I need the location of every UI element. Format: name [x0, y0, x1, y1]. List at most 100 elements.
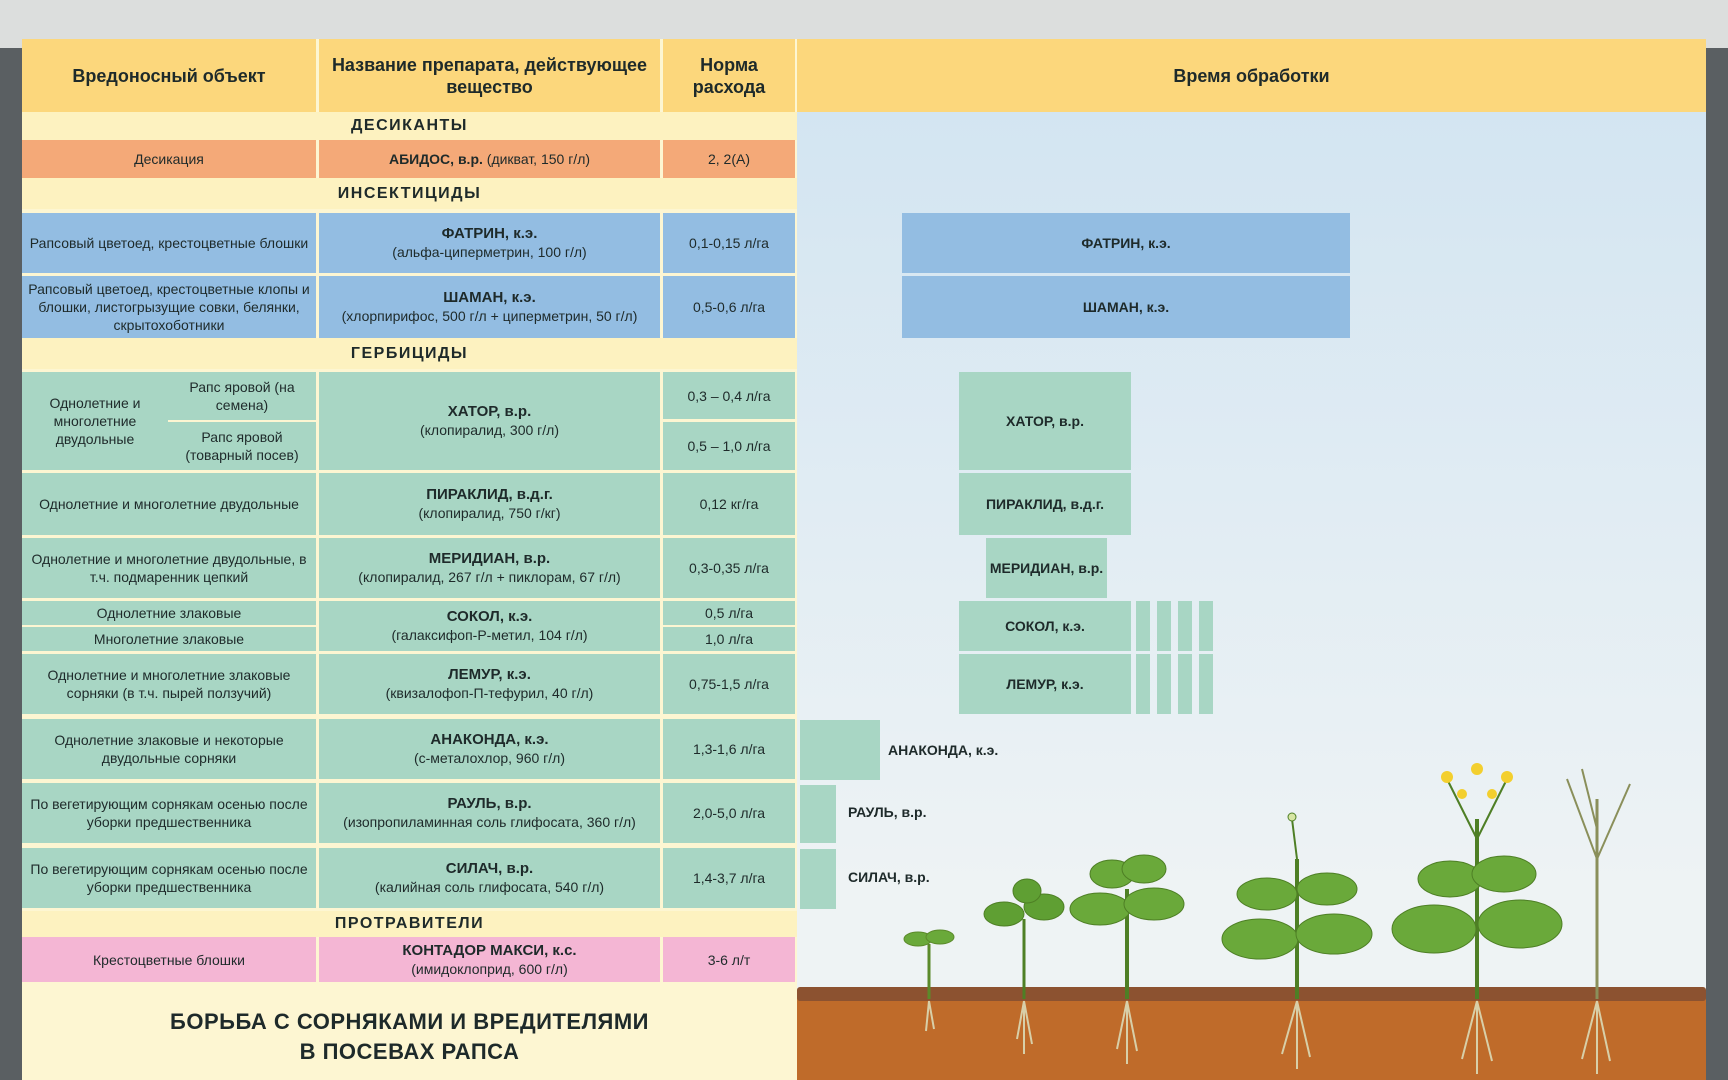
- header-pest: Вредоносный объект: [22, 39, 316, 112]
- timeline-bar-silach: [800, 849, 836, 909]
- rate-piraklid: 0,12 кг/га: [663, 473, 795, 535]
- rate-abidos: 2, 2(А): [663, 140, 795, 178]
- product-fatrin: ФАТРИН, к.э. (альфа-циперметрин, 100 г/л): [319, 213, 660, 273]
- rate-silach: 1,4-3,7 л/га: [663, 848, 795, 908]
- timeline-label-anakonda: АНАКОНДА, к.э.: [888, 742, 999, 758]
- product-name-lemur: ЛЕМУР, к.э.: [448, 666, 531, 683]
- product-shaman: ШАМАН, к.э. (хлорпирифос, 500 г/л + ципер…: [319, 276, 660, 338]
- section-seed-treatment: ПРОТРАВИТЕЛИ: [22, 911, 797, 937]
- timeline-bar-fatrin: ФАТРИН, к.э.: [902, 213, 1350, 273]
- pest-kontador: Крестоцветные блошки: [22, 937, 316, 982]
- timeline-stripe-lemur: [1199, 654, 1213, 714]
- timeline-bar-raul: [800, 785, 836, 843]
- product-name-kontador: КОНТАДОР МАКСИ, к.с.: [402, 941, 577, 959]
- header-product: Название препарата, действующее вещество: [319, 39, 660, 112]
- timeline-bar-anakonda: [800, 720, 880, 780]
- chart-title: БОРЬБА С СОРНЯКАМИ И ВРЕДИТЕЛЯМИ В ПОСЕВ…: [22, 994, 797, 1080]
- rate-lemur: 0,75-1,5 л/га: [663, 654, 795, 714]
- pest-hator-sub2: Рапс яровой (товарный посев): [168, 422, 316, 470]
- pest-sokol-2: Многолетние злаковые: [22, 627, 316, 651]
- plant-stage-5: [1391, 763, 1563, 1074]
- timeline-bar-meridian: МЕРИДИАН, в.р.: [986, 538, 1107, 598]
- pest-hator-sub1: Рапс яровой (на семена): [168, 372, 316, 420]
- pest-silach: По вегетирующим сорнякам осенью после уб…: [22, 848, 316, 908]
- soil-ground: [797, 994, 1706, 1080]
- product-ai-raul: (изопропиламинная соль глифосата, 360 г/…: [343, 814, 636, 830]
- product-name-raul: РАУЛЬ, в.р.: [447, 795, 532, 812]
- rate-meridian: 0,3-0,35 л/га: [663, 538, 795, 598]
- pest-hator: Однолетние и многолетние двудольные: [22, 372, 168, 470]
- chart-title-line2: В ПОСЕВАХ РАПСА: [299, 1039, 520, 1064]
- timeline-bar-hator: ХАТОР, в.р.: [959, 372, 1131, 470]
- plant-stage-2: [983, 878, 1065, 1054]
- timeline-stripe-sokol: [1136, 601, 1150, 651]
- product-name-fatrin: ФАТРИН, к.э.: [441, 225, 538, 242]
- plant-stage-4: [1221, 812, 1373, 1069]
- section-herbicides: ГЕРБИЦИДЫ: [22, 338, 797, 369]
- product-name-piraklid: ПИРАКЛИД, в.д.г.: [426, 486, 553, 503]
- product-name-meridian: МЕРИДИАН, в.р.: [428, 550, 551, 567]
- product-ai-shaman: (хлорпирифос, 500 г/л + циперметрин, 50 …: [341, 308, 638, 324]
- pest-lemur: Однолетние и многолетние злаковые сорняк…: [22, 654, 316, 714]
- product-piraklid: ПИРАКЛИД, в.д.г. (клопиралид, 750 г/кг): [319, 473, 660, 535]
- hator-sub-divider: [168, 420, 316, 422]
- pest-meridian: Однолетние и многолетние двудольные, в т…: [22, 538, 316, 598]
- product-name-abidos: АБИДОС, в.р.: [388, 151, 483, 167]
- product-sokol: СОКОЛ, к.э. (галаксифоп-Р-метил, 104 г/л): [319, 601, 660, 651]
- product-ai-abidos: (дикват, 150 г/л): [486, 151, 591, 167]
- header-time: Время обработки: [797, 39, 1706, 112]
- header-rate: Норма расхода: [663, 39, 795, 112]
- rate-hator-1: 0,3 – 0,4 л/га: [663, 372, 795, 419]
- rate-sokol-1: 0,5 л/га: [663, 601, 795, 625]
- product-silach: СИЛАЧ, в.р.(калийная соль глифосата, 540…: [319, 848, 660, 908]
- pest-fatrin: Рапсовый цветоед, крестоцветные блошки: [22, 213, 316, 273]
- pest-raul: По вегетирующим сорнякам осенью после уб…: [22, 783, 316, 843]
- pest-sokol-1: Однолетние злаковые: [22, 601, 316, 625]
- pest-abidos: Десикация: [22, 140, 316, 178]
- timeline-bar-sokol: СОКОЛ, к.э.: [959, 601, 1131, 651]
- product-ai-silach: (калийная соль глифосата, 540 г/л): [374, 879, 605, 895]
- product-abidos: АБИДОС, в.р. (дикват, 150 г/л): [319, 140, 660, 178]
- product-ai-hator: (клопиралид, 300 г/л): [419, 422, 560, 438]
- timeline-stripe-lemur: [1178, 654, 1192, 714]
- rate-sokol-2: 1,0 л/га: [663, 627, 795, 651]
- product-name-hator: ХАТОР, в.р.: [447, 403, 532, 420]
- rate-shaman: 0,5-0,6 л/га: [663, 276, 795, 338]
- product-raul: РАУЛЬ, в.р. (изопропиламинная соль глифос…: [319, 783, 660, 843]
- timeline-stripe-sokol: [1178, 601, 1192, 651]
- timeline-bar-piraklid: ПИРАКЛИД, в.д.г.: [959, 473, 1131, 535]
- treatment-chart-sheet: Вредоносный объект Название препарата, д…: [22, 39, 1706, 1080]
- pest-anakonda: Однолетние злаковые и некоторые двудольн…: [22, 719, 316, 779]
- product-name-anakonda: АНАКОНДА, к.э.: [430, 731, 549, 748]
- chart-title-line1: БОРЬБА С СОРНЯКАМИ И ВРЕДИТЕЛЯМИ: [170, 1009, 649, 1034]
- plant-stage-3: [1069, 854, 1185, 1064]
- timeline-bar-shaman: ШАМАН, к.э.: [902, 276, 1350, 338]
- timeline-stripe-lemur: [1136, 654, 1150, 714]
- plant-stage-1: [903, 929, 955, 1032]
- product-name-sokol: СОКОЛ, к.э.: [446, 608, 533, 625]
- product-ai-kontador: (имидоклоприд, 600 г/л): [411, 960, 568, 977]
- product-meridian: МЕРИДИАН, в.р. (клопиралид, 267 г/л + пик…: [319, 538, 660, 598]
- product-anakonda: АНАКОНДА, к.э. (с-металохлор, 960 г/л): [319, 719, 660, 779]
- rate-kontador: 3-6 л/т: [663, 937, 795, 982]
- product-ai-piraklid: (клопиралид, 750 г/кг): [418, 505, 561, 521]
- timeline-bar-lemur: ЛЕМУР, к.э.: [959, 654, 1131, 714]
- product-kontador: КОНТАДОР МАКСИ, к.с.(имидоклоприд, 600 г…: [319, 937, 660, 982]
- pest-shaman: Рапсовый цветоед, крестоцветные клопы и …: [22, 276, 316, 338]
- timeline-stripe-sokol: [1157, 601, 1171, 651]
- rate-raul: 2,0-5,0 л/га: [663, 783, 795, 843]
- product-ai-sokol: (галаксифоп-Р-метил, 104 г/л): [391, 627, 588, 643]
- rate-hator-2: 0,5 – 1,0 л/га: [663, 422, 795, 470]
- timeline-label-raul: РАУЛЬ, в.р.: [848, 804, 927, 820]
- product-ai-lemur: (квизалофоп-П-тефурил, 40 г/л): [385, 685, 594, 701]
- product-ai-fatrin: (альфа-циперметрин, 100 г/л): [392, 244, 587, 260]
- pest-piraklid: Однолетние и многолетние двудольные: [22, 473, 316, 535]
- rapeseed-growth-stages-illustration: [903, 763, 1631, 1074]
- product-name-shaman: ШАМАН, к.э.: [443, 289, 536, 306]
- product-ai-anakonda: (с-металохлор, 960 г/л): [413, 750, 566, 766]
- rate-fatrin: 0,1-0,15 л/га: [663, 213, 795, 273]
- product-hator: ХАТОР, в.р. (клопиралид, 300 г/л): [319, 372, 660, 470]
- timeline-stripe-sokol: [1199, 601, 1213, 651]
- product-ai-meridian: (клопиралид, 267 г/л + пиклорам, 67 г/л): [358, 569, 621, 585]
- plant-stage-6: [1566, 768, 1631, 1074]
